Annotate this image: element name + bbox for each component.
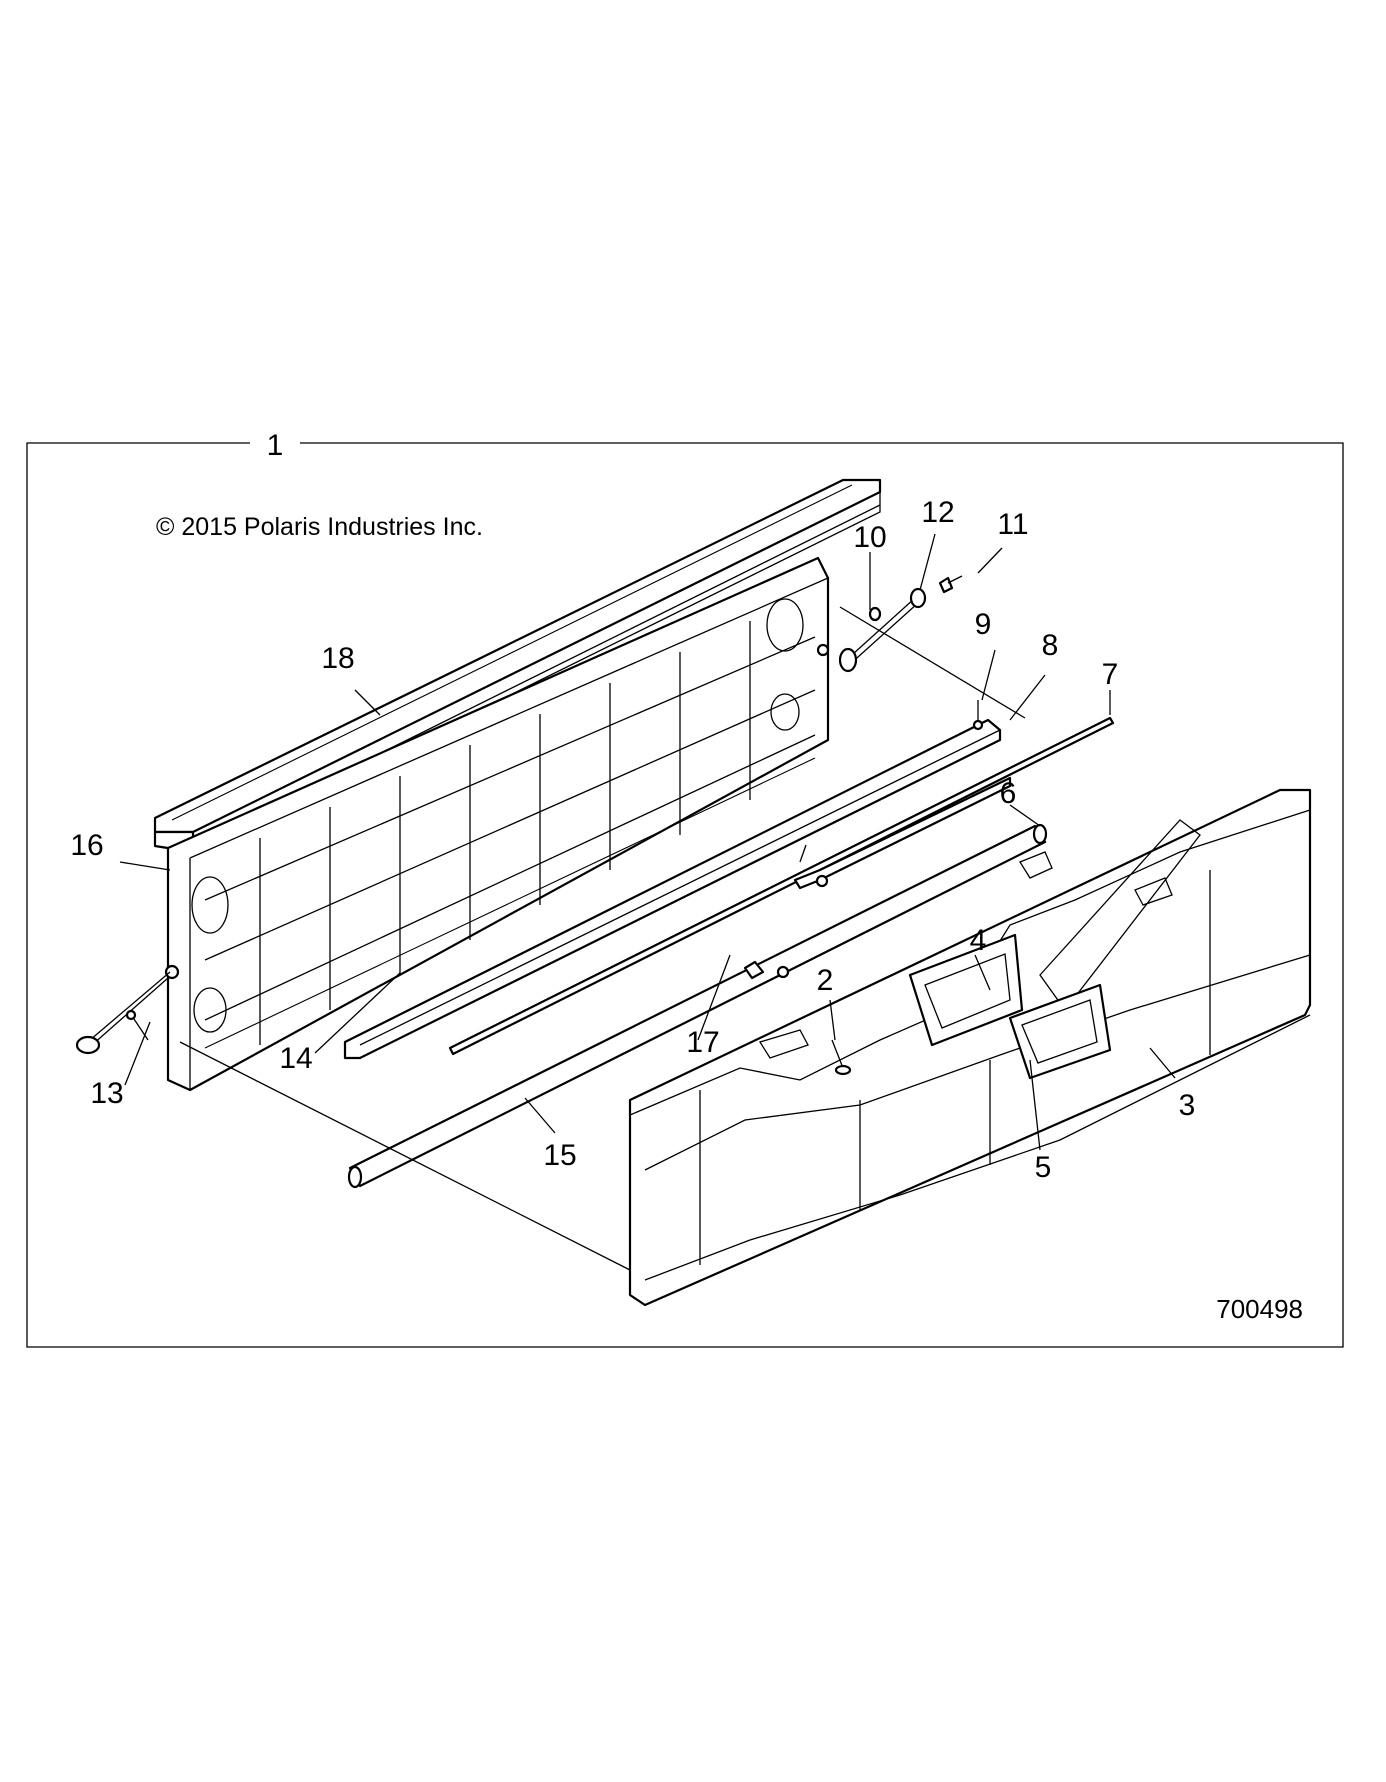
callout-1[interactable]: 1 (267, 429, 284, 462)
callout-12[interactable]: 12 (921, 496, 954, 529)
callout-14[interactable]: 14 (279, 1042, 312, 1075)
part-15-tube (347, 823, 1048, 1189)
assembly-frame (26, 442, 1344, 1348)
callout-5[interactable]: 5 (1035, 1151, 1052, 1184)
part-3-tailgate-outer-panel (628, 788, 1312, 1307)
part-7-rod (448, 716, 1115, 1056)
part-4-handle-bezel (908, 933, 1024, 1047)
callout-9[interactable]: 9 (975, 608, 992, 641)
callout-10[interactable]: 10 (853, 521, 886, 554)
callout-18[interactable]: 18 (321, 642, 354, 675)
part-13-left-cable (75, 971, 171, 1055)
callout-16[interactable]: 16 (70, 829, 103, 862)
drawing-id: 700498 (1216, 1294, 1303, 1324)
callout-7[interactable]: 7 (1102, 658, 1119, 691)
part-16-tailgate-inner-panel (164, 556, 830, 1092)
part-8-lower-rail (343, 700, 1002, 1060)
copyright-notice: © 2015 Polaris Industries Inc. (156, 513, 483, 541)
callout-15[interactable]: 15 (543, 1139, 576, 1172)
part-2-screw (831, 1039, 852, 1076)
callout-4[interactable]: 4 (970, 924, 987, 957)
callout-17[interactable]: 17 (686, 1026, 719, 1059)
callout-13[interactable]: 13 (90, 1077, 123, 1110)
part-5-handle (1008, 983, 1112, 1080)
callout-6[interactable]: 6 (1000, 777, 1017, 810)
callout-11[interactable]: 11 (997, 508, 1028, 541)
callout-2[interactable]: 2 (817, 964, 834, 997)
part-12-cable-assembly (838, 575, 963, 673)
leader-lines (119, 533, 1176, 1271)
callout-8[interactable]: 8 (1042, 629, 1059, 662)
part-17-hardware (697, 844, 807, 1041)
part-6-link (793, 776, 1012, 890)
callout-3[interactable]: 3 (1179, 1089, 1196, 1122)
